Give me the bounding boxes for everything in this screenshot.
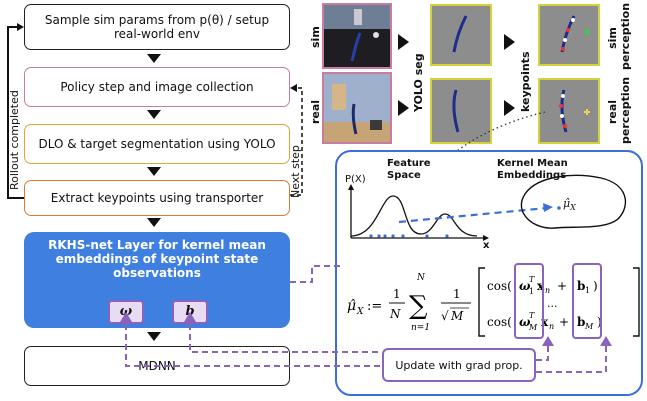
feature-space-label: Feature Space	[387, 158, 431, 181]
sim-scene-graphic	[324, 5, 390, 62]
yolo-real-curve	[452, 89, 460, 133]
yolo-real-image	[430, 78, 492, 144]
svg-text:cos(: cos(	[487, 279, 512, 293]
svg-text:ω: ω	[519, 279, 531, 293]
keypoint-extraction-text: Extract keypoints using transporter	[50, 191, 264, 205]
svg-text:cos(: cos(	[487, 315, 512, 329]
svg-text:n: n	[545, 286, 550, 295]
mu-subscript: X	[570, 203, 576, 213]
rkhs-layer-box: RKHS-net Layer for kernel mean embedding…	[24, 232, 290, 328]
rollout-loop-arrow	[7, 23, 24, 199]
rkhs-layer-text: RKHS-net Layer for kernel mean embedding…	[48, 238, 266, 280]
arrow-down-5	[147, 332, 161, 341]
mu-symbol: μ̂	[563, 197, 571, 210]
policy-step-box: Policy step and image collection	[24, 67, 290, 107]
svg-text:M: M	[450, 309, 464, 323]
svg-text:x: x	[541, 315, 549, 329]
svg-text:+: +	[557, 279, 567, 293]
sim-arrow-1	[398, 34, 409, 50]
yolo-sim-curve	[452, 15, 468, 53]
bias-param-label: b	[185, 304, 195, 319]
real-scene-graphic	[324, 74, 390, 142]
svg-text:ω: ω	[519, 315, 531, 329]
update-grad-prop-box: Update with grad prop.	[382, 348, 536, 382]
svg-text:b: b	[577, 279, 585, 293]
keypoints-real-image	[538, 78, 600, 144]
svg-text:∑: ∑	[409, 291, 428, 321]
kernel-mean-equation: μ̂ X := 1 N N ∑ n=1 1 √ M cos( ω 1 T x n…	[343, 258, 641, 342]
segmentation-box: DLO & target segmentation using YOLO	[24, 124, 290, 164]
real-camera-image	[322, 72, 392, 144]
update-grad-prop-text: Update with grad prop.	[395, 358, 523, 372]
svg-text:b: b	[577, 315, 585, 329]
mu-hat-label: μ̂X	[563, 197, 576, 212]
keypoints-sim-image	[538, 4, 600, 66]
svg-text:1: 1	[453, 287, 461, 301]
next-step-loop-arrow	[290, 84, 303, 196]
svg-text:1: 1	[529, 287, 534, 296]
svg-text:n: n	[549, 322, 554, 331]
svg-text:x: x	[537, 279, 545, 293]
sample-params-box: Sample sim params from p(θ) / setup real…	[24, 4, 290, 50]
kernel-mean-label: Kernel Mean Embeddings	[497, 158, 568, 181]
keypoints-sim-graphic	[560, 15, 590, 53]
real-arrow-1	[398, 100, 409, 116]
x-axis-label: x	[483, 240, 490, 251]
sample-params-text: Sample sim params from p(θ) / setup real…	[44, 13, 270, 41]
svg-text:): )	[597, 315, 602, 329]
keypoint-extraction-box: Extract keypoints using transporter	[24, 180, 290, 216]
svg-text:X: X	[356, 307, 364, 317]
svg-text:N: N	[389, 307, 401, 321]
svg-text:T: T	[529, 311, 535, 320]
feature-space-plot	[348, 174, 627, 241]
sim-camera-image	[322, 3, 392, 69]
equation-graphic: μ̂ X := 1 N N ∑ n=1 1 √ M cos( ω 1 T x n…	[347, 263, 640, 339]
segmentation-text: DLO & target segmentation using YOLO	[38, 137, 276, 151]
svg-text:M: M	[528, 323, 538, 332]
svg-text:+: +	[559, 315, 569, 329]
px-axis-label: P(X)	[345, 174, 366, 185]
svg-text:1: 1	[393, 287, 401, 301]
svg-text:): )	[593, 279, 598, 293]
sim-arrow-2	[504, 34, 515, 50]
yolo-sim-image	[430, 4, 492, 66]
svg-text:1: 1	[585, 286, 590, 295]
arrow-down-3	[147, 167, 161, 176]
svg-text:...: ...	[547, 297, 558, 310]
svg-text:n=1: n=1	[411, 323, 430, 333]
omega-param-label: ω	[119, 304, 133, 319]
real-arrow-2	[504, 100, 515, 116]
svg-text:μ̂: μ̂	[347, 298, 356, 314]
arrow-down-4	[147, 218, 161, 227]
keypoints-real-graphic	[559, 89, 590, 133]
svg-text::=: :=	[367, 299, 382, 314]
svg-text:√: √	[441, 309, 449, 323]
policy-step-text: Policy step and image collection	[60, 80, 254, 94]
arrow-down-1	[147, 54, 161, 63]
arrow-down-2	[147, 110, 161, 119]
svg-text:N: N	[416, 273, 426, 283]
svg-text:M: M	[584, 322, 594, 331]
svg-text:T: T	[529, 275, 535, 284]
